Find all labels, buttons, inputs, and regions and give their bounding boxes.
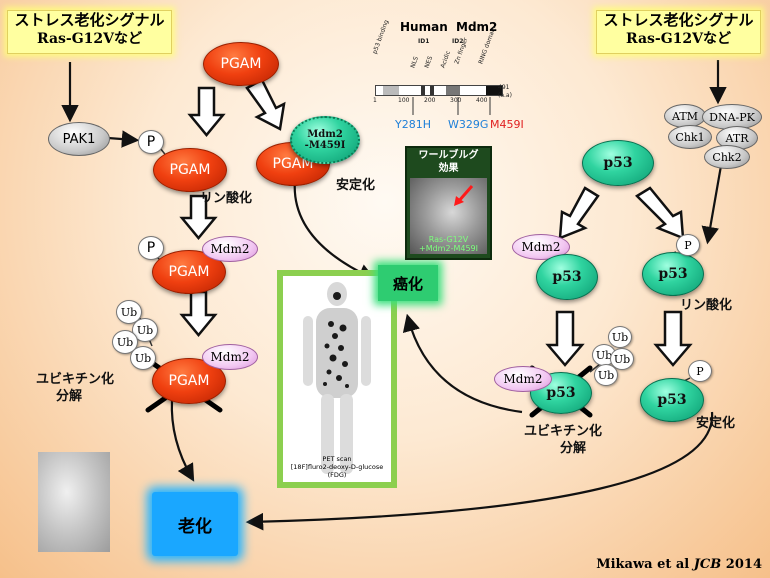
pet-scan-image — [303, 282, 371, 474]
pak1-node: PAK1 — [48, 122, 110, 156]
position-label: 100 — [398, 97, 410, 104]
pgam-node-stabilized: PGAM — [256, 142, 330, 186]
block-arrow-pgam-down — [187, 86, 226, 137]
label-stabilization-left: 安定化 — [336, 178, 376, 193]
mutation-w329g: W329G — [448, 118, 489, 131]
p53-node-mdm2: p53 — [536, 254, 598, 300]
arrow-pgam-to-cancer — [293, 179, 376, 281]
label-phosphorylation-right: リン酸化 — [680, 298, 733, 313]
id1-label: ID1 — [418, 38, 430, 45]
position-label: 200 — [424, 97, 436, 104]
p53-node-phospho: p53 — [642, 252, 704, 296]
stress-signal-box-left: ストレス老化シグナル Ras-G12Vなど — [7, 10, 172, 54]
phosphate-badge: P — [138, 236, 164, 260]
domain-block — [486, 86, 502, 95]
p53-node-top: p53 — [582, 140, 654, 186]
stress-signal-title: ストレス老化シグナル — [603, 11, 754, 29]
arrow-p53-to-aging — [245, 411, 714, 531]
citation-year: 2014 — [721, 557, 762, 572]
domain-map-title-mdm2: Mdm2 — [456, 20, 498, 34]
citation-journal: JCB — [693, 557, 722, 572]
warburg-title-line2: 効果 — [438, 163, 459, 174]
domain-map-title-human: Human — [400, 20, 448, 34]
ubiquitin-badge: Ub — [610, 348, 634, 370]
phosphate-badge: P — [138, 130, 164, 154]
mdm2-mutant-line1: Mdm2 — [307, 129, 343, 140]
ubiquitin-badge: Ub — [116, 300, 142, 324]
arrow-p53-to-cancer — [402, 313, 523, 414]
domain-block — [421, 86, 425, 95]
position-label: 300 — [450, 97, 462, 104]
pgam-node-phospho: PGAM — [153, 148, 227, 192]
phosphate-badge: P — [688, 360, 712, 382]
domain-block — [430, 86, 434, 95]
stress-signal-title: ストレス老化シグナル — [14, 11, 165, 29]
mdm2-mutant-node: Mdm2 -M459I — [290, 116, 360, 164]
kinase-chk1: Chk1 — [668, 125, 712, 149]
mutation-y281h: Y281H — [395, 118, 431, 131]
ubiquitin-badge: Ub — [132, 318, 158, 342]
phosphate-badge: P — [676, 234, 700, 256]
ubiquitin-badge: Ub — [130, 346, 156, 370]
mutation-m459i: M459I — [490, 118, 524, 131]
warburg-caption-line2: +Mdm2-M459I — [419, 244, 478, 253]
block-arrow-mdm2-down — [179, 290, 218, 337]
citation: Mikawa et al JCB 2014 — [596, 557, 762, 572]
warburg-effect-panel: ワールブルグ 効果 Ras-G12V +Mdm2-M459I — [405, 146, 492, 260]
mdm2-node: Mdm2 — [202, 344, 258, 370]
ubiquitin-badge: Ub — [112, 330, 138, 354]
position-label: 400 — [476, 97, 488, 104]
unit-label: (a.a) — [498, 92, 512, 99]
position-label: 491 — [498, 84, 510, 91]
kinase-dna-pk: DNA-PK — [702, 104, 762, 130]
stress-signal-box-right: ストレス老化シグナル Ras-G12Vなど — [596, 10, 761, 54]
label-stabilization-right: 安定化 — [696, 416, 736, 431]
domain-block — [383, 86, 399, 95]
kinase-chk2: Chk2 — [704, 145, 750, 169]
ubiquitin-badge: Ub — [608, 326, 632, 348]
warburg-caption-line1: Ras-G12V — [428, 235, 469, 244]
arrow-pgam-to-aging — [170, 399, 195, 482]
warburg-title-line1: ワールブルグ — [418, 150, 479, 161]
id2-label: ID2 — [452, 38, 464, 45]
label-phosphorylation: リン酸化 — [200, 191, 253, 206]
pet-scan-caption: [18F]fluro2-deoxy-D-glucose (FDG) — [290, 463, 384, 479]
stress-signal-subtitle: Ras-G12Vなど — [625, 31, 732, 47]
mdm2-node: Mdm2 — [202, 236, 258, 262]
aging-box: 老化 — [152, 492, 238, 556]
pet-scan-title: PET scan — [322, 455, 352, 463]
arrow-chk2-to-p53 — [701, 159, 724, 245]
label-ubiquitination: ユビキチン化 — [36, 372, 115, 387]
domain-block — [446, 86, 460, 95]
label-ubiquitination-right: ユビキチン化 — [524, 424, 603, 439]
block-arrow-phospho-down — [179, 194, 218, 240]
ubiquitin-badge: Ub — [594, 364, 618, 386]
mdm2-node: Mdm2 — [494, 366, 552, 392]
citation-authors: Mikawa et al — [596, 557, 694, 572]
stress-signal-subtitle: Ras-G12Vなど — [36, 31, 143, 47]
mdm2-domain-bar — [375, 85, 503, 96]
mutation-pointers — [412, 97, 491, 115]
block-arrow-p53p-down — [653, 310, 693, 367]
pet-scan-panel: PET scan [18F]fluro2-deoxy-D-glucose (FD… — [277, 270, 397, 488]
label-degradation: 分解 — [56, 389, 83, 404]
label-degradation-right: 分解 — [560, 441, 587, 456]
pgam-node-top: PGAM — [203, 42, 279, 86]
block-arrow-p53-left — [558, 186, 600, 240]
p53-node-stabilized: p53 — [640, 378, 704, 422]
red-arrow-icon — [454, 185, 474, 206]
position-label: 1 — [373, 97, 377, 104]
warburg-image — [410, 178, 487, 254]
block-arrow-p53mdm2-down — [545, 310, 585, 367]
block-arrow-p53-right — [634, 186, 685, 240]
senescent-cell-image — [38, 452, 110, 552]
block-arrow-pgam-right — [245, 78, 286, 131]
mdm2-mutant-line2: -M459I — [304, 140, 346, 151]
arrow-pak1-to-p — [107, 130, 140, 148]
cancer-box: 癌化 — [378, 265, 438, 301]
